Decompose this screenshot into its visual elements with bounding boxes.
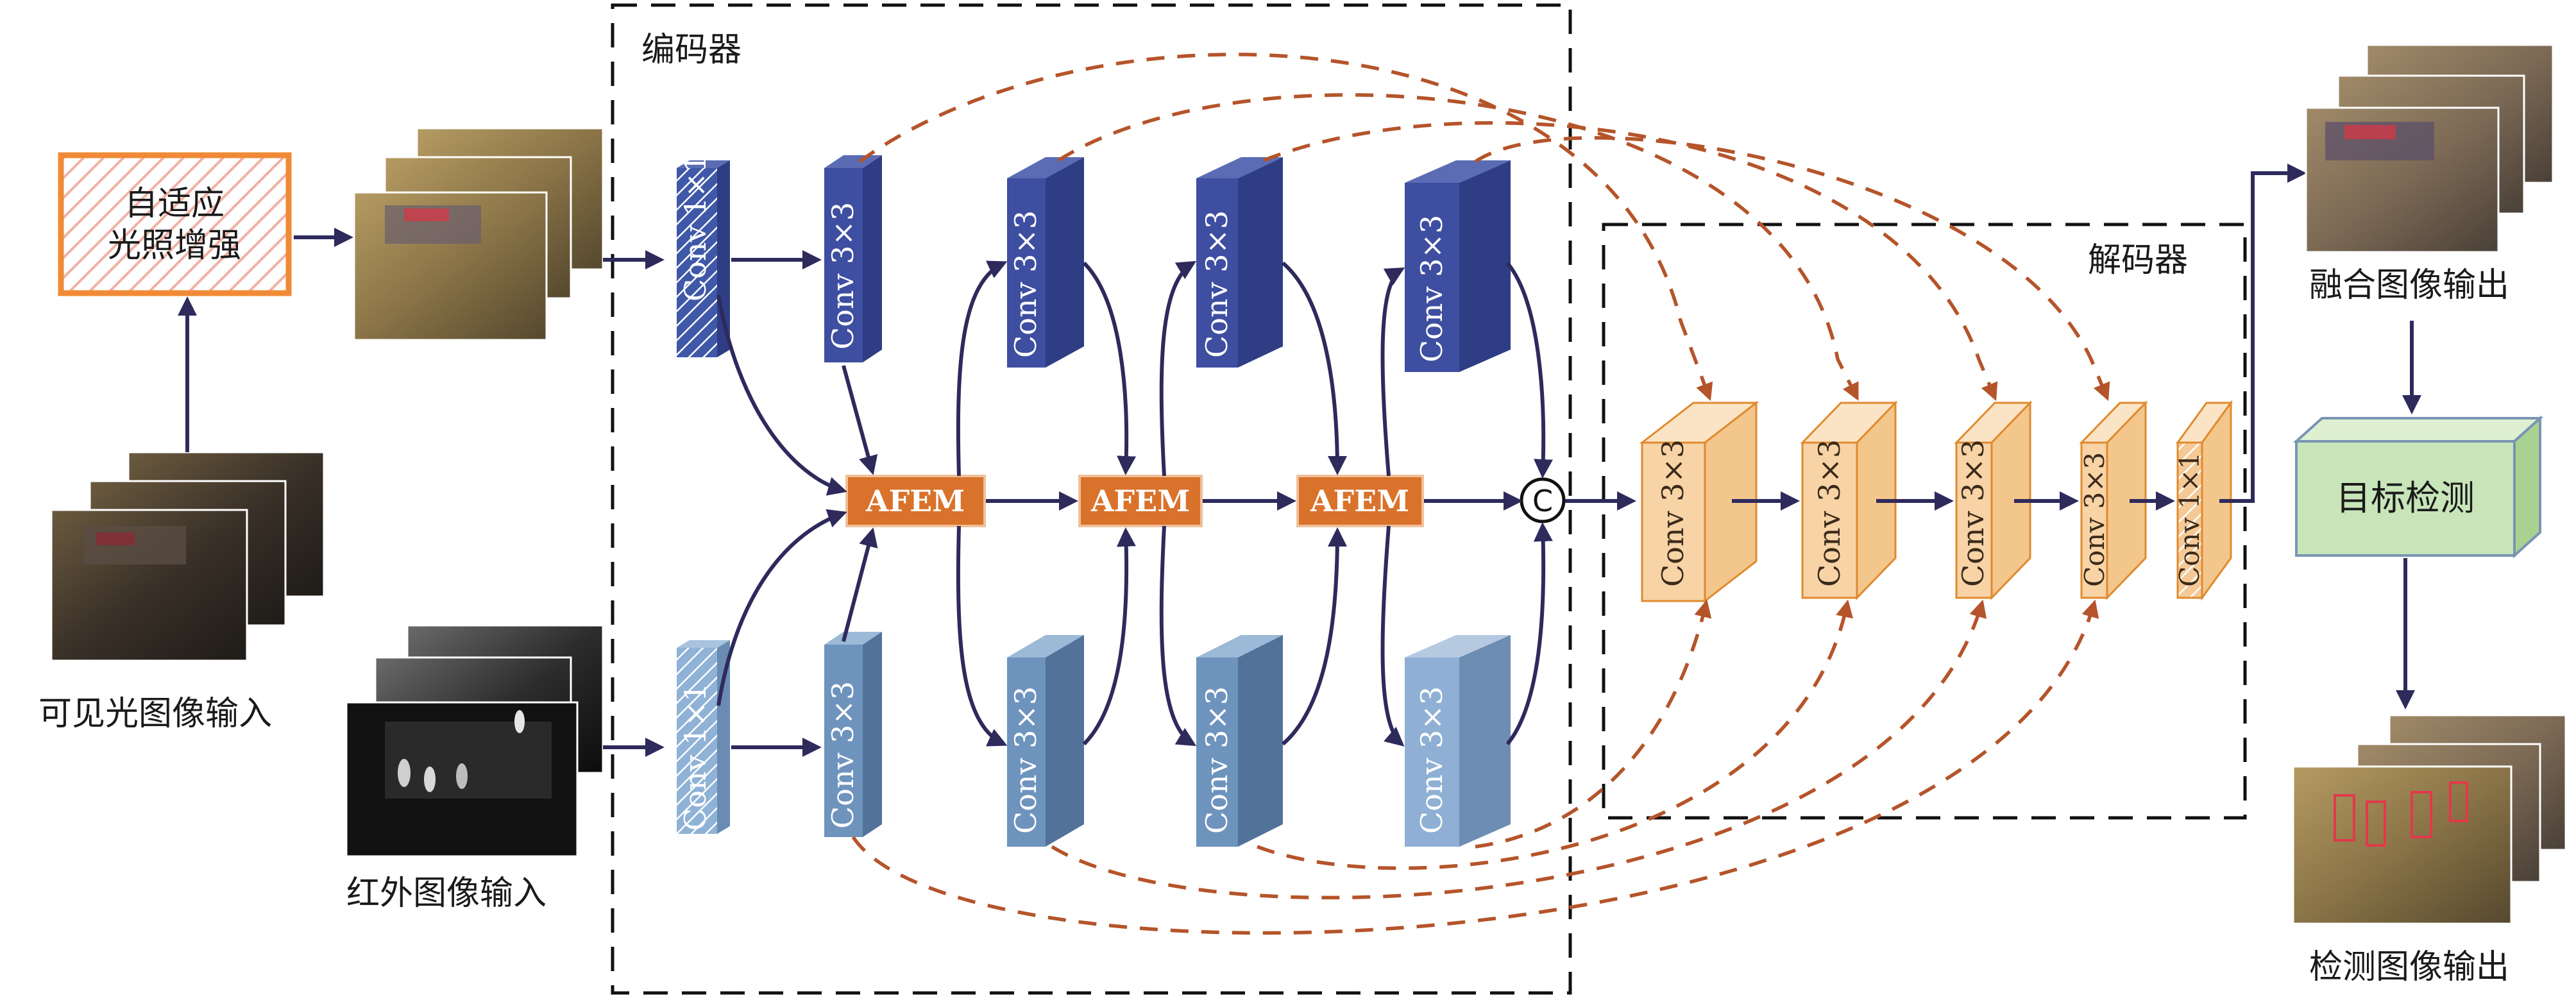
- encoder-top-conv-c: Conv 3×3: [1196, 157, 1283, 368]
- visible-input-label: 可见光图像输入: [38, 695, 272, 733]
- svg-text:自适应: 自适应: [124, 185, 225, 223]
- encoder-bottom-conv-d: Conv 3×3: [1405, 635, 1511, 847]
- detection-image-stack: [2292, 714, 2567, 925]
- fused-image-stack: [2305, 44, 2554, 253]
- decoder-conv-4: Conv 3×3: [2079, 400, 2148, 600]
- svg-text:Conv 3×3: Conv 3×3: [1656, 439, 1690, 587]
- encoder-bottom-conv-c: Conv 3×3: [1196, 635, 1283, 847]
- svg-text:Conv 1×1: Conv 1×1: [678, 154, 713, 301]
- svg-text:Conv 3×3: Conv 3×3: [1414, 686, 1449, 834]
- svg-text:Conv 3×3: Conv 3×3: [1199, 686, 1234, 834]
- encoder-frame: [611, 3, 1572, 995]
- svg-text:Conv 3×3: Conv 3×3: [1956, 439, 1990, 587]
- afem-block-3: AFEM: [1296, 475, 1424, 527]
- infrared-input-label: 红外图像输入: [346, 874, 547, 913]
- decoder-frame: [1602, 223, 2247, 820]
- fusion-output-label: 融合图像输出: [2309, 266, 2509, 305]
- encoder-bottom-conv-a: Conv 3×3: [824, 632, 882, 837]
- object-detection-box: 目标检测: [2292, 415, 2544, 559]
- decoder-conv1x1: Conv 1×1: [2174, 400, 2233, 601]
- visible-image-stack: [50, 451, 325, 662]
- decoder-conv-3: Conv 3×3: [1954, 400, 2033, 600]
- encoder-bottom-conv1x1: Conv 1×1: [677, 640, 730, 834]
- svg-text:目标检测: 目标检测: [2336, 478, 2475, 518]
- encoder-top-conv-a: Conv 3×3: [824, 155, 882, 362]
- decoder-conv-1: Conv 3×3: [1639, 400, 1759, 604]
- svg-text:Conv 1×1: Conv 1×1: [2174, 452, 2205, 587]
- encoder-top-conv-b: Conv 3×3: [1007, 157, 1084, 368]
- encoder-top-conv-d: Conv 3×3: [1405, 160, 1511, 372]
- svg-text:Conv 3×3: Conv 3×3: [1199, 210, 1234, 358]
- svg-text:Conv 3×3: Conv 3×3: [1008, 210, 1043, 358]
- encoder-label: 编码器: [641, 31, 741, 69]
- svg-text:Conv 3×3: Conv 3×3: [1414, 215, 1449, 362]
- detection-output-label: 检测图像输出: [2309, 948, 2509, 987]
- concat-circle-icon: C: [1520, 477, 1566, 523]
- afem-block-2: AFEM: [1078, 475, 1203, 527]
- svg-text:Conv 1×1: Conv 1×1: [678, 683, 713, 831]
- svg-text:Conv 3×3: Conv 3×3: [1812, 439, 1847, 587]
- svg-text:Conv 3×3: Conv 3×3: [1008, 686, 1043, 834]
- decoder-label: 解码器: [2088, 241, 2188, 280]
- illumination-enhance-box: 自适应 光照增强: [58, 152, 292, 296]
- enhanced-image-stack: [353, 127, 604, 341]
- svg-text:AFEM: AFEM: [1090, 484, 1190, 518]
- svg-text:C: C: [1532, 484, 1553, 518]
- encoder-bottom-conv-b: Conv 3×3: [1007, 635, 1084, 847]
- encoder-top-conv1x1: Conv 1×1: [677, 154, 730, 357]
- svg-text:AFEM: AFEM: [865, 484, 965, 518]
- infrared-image-stack: [345, 624, 604, 858]
- afem-block-1: AFEM: [845, 475, 986, 527]
- svg-text:Conv 3×3: Conv 3×3: [2079, 452, 2110, 587]
- svg-text:Conv 3×3: Conv 3×3: [826, 681, 860, 829]
- svg-text:光照增强: 光照增强: [108, 226, 241, 265]
- svg-text:AFEM: AFEM: [1310, 484, 1409, 518]
- svg-text:Conv 3×3: Conv 3×3: [826, 202, 860, 350]
